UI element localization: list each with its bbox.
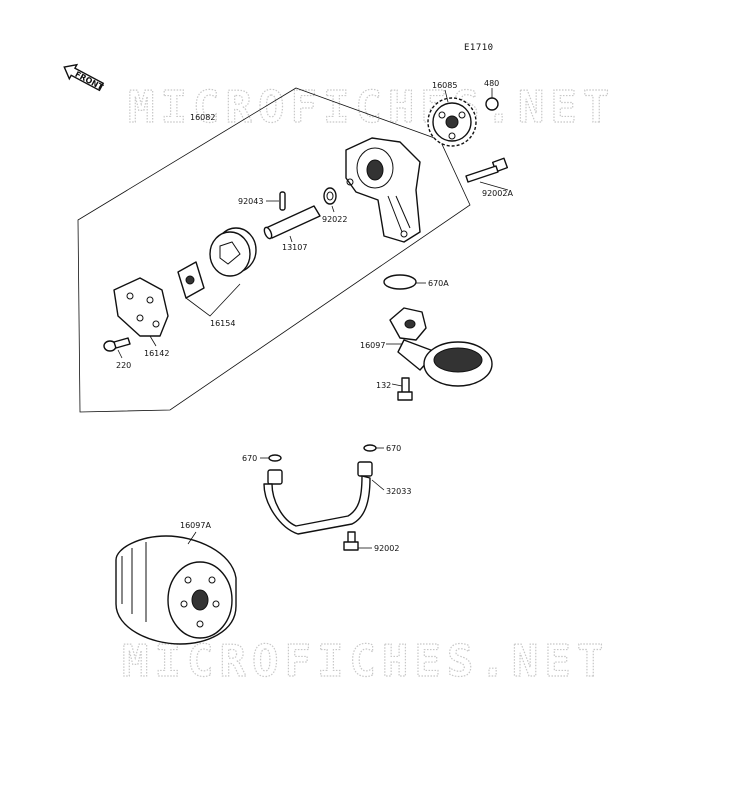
part-label-220: 220 <box>116 361 131 370</box>
oil-filter <box>115 535 237 645</box>
part-label-92002A: 92002A <box>482 189 513 198</box>
front-label: FRONT <box>73 70 105 93</box>
part-label-132: 132 <box>376 381 391 390</box>
part-label-16085: 16085 <box>432 81 457 90</box>
watermark-top: MICROFICHES.NET <box>128 82 615 133</box>
pump-cover <box>113 277 169 337</box>
circlip <box>485 97 499 111</box>
screw-220 <box>103 337 131 352</box>
part-label-92002: 92002 <box>374 544 399 553</box>
part-label-16097: 16097 <box>360 341 385 350</box>
bolt-132 <box>397 377 413 401</box>
o-ring-670A <box>383 274 417 290</box>
front-arrow-icon: FRONT <box>63 63 105 93</box>
pump-rotor <box>177 227 257 299</box>
part-label-92043: 92043 <box>238 197 263 206</box>
bolt-92002 <box>343 531 359 551</box>
diagram-code: E1710 <box>464 43 494 53</box>
part-label-16142: 16142 <box>144 349 169 358</box>
oil-screen <box>389 307 493 387</box>
part-label-92022: 92022 <box>322 215 347 224</box>
pump-shaft <box>263 205 321 240</box>
part-label-670A: 670A <box>428 279 449 288</box>
o-ring-670-right <box>363 444 377 452</box>
part-label-16097A: 16097A <box>180 521 211 530</box>
watermark-bottom: MICROFICHES.NET <box>122 636 609 687</box>
oil-pump-body <box>345 137 421 243</box>
leader-lines <box>117 88 509 549</box>
part-label-13107: 13107 <box>282 243 307 252</box>
oil-pipe <box>263 461 373 535</box>
bolt-92002A <box>465 157 509 183</box>
gear-sprocket <box>427 97 477 147</box>
part-label-16154: 16154 <box>210 319 235 328</box>
part-label-670-right: 670 <box>386 444 401 453</box>
pin <box>279 191 286 211</box>
part-label-16082: 16082 <box>190 113 215 122</box>
o-ring-670-left <box>268 454 282 462</box>
part-label-480: 480 <box>484 79 499 88</box>
part-label-32033: 32033 <box>386 487 411 496</box>
washer <box>323 187 337 205</box>
part-label-670-left: 670 <box>242 454 257 463</box>
